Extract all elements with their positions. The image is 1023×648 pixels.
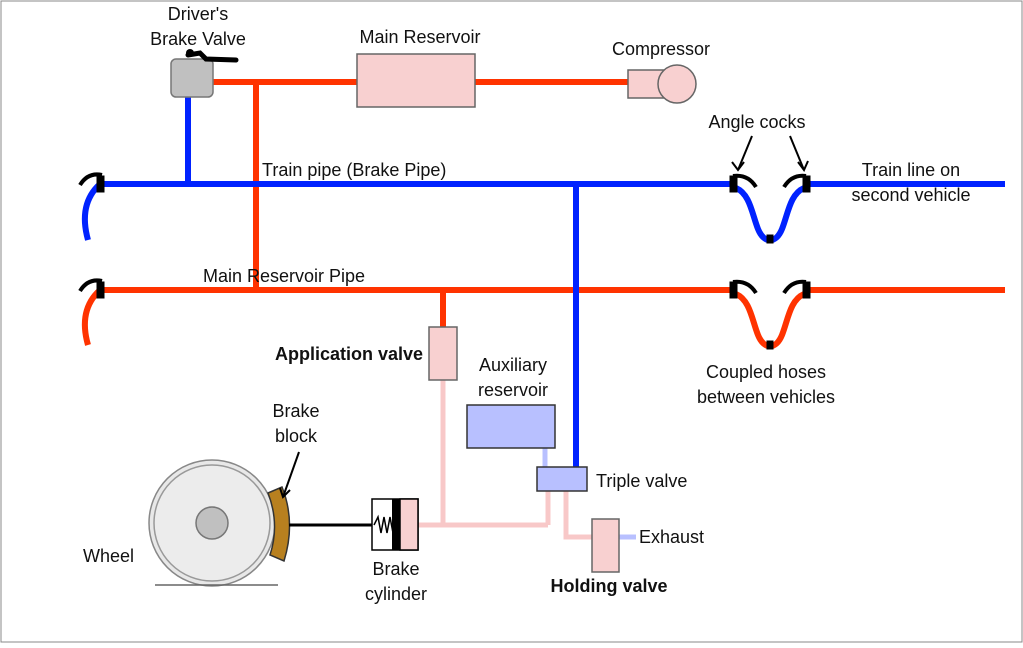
label-angle-cocks: Angle cocks xyxy=(708,112,805,132)
main-reservoir-piping xyxy=(82,79,1005,350)
hose-joint-red xyxy=(766,340,774,350)
label-brake-block-2: block xyxy=(275,426,318,446)
label-wheel: Wheel xyxy=(83,546,134,566)
hose-joint-blue xyxy=(766,234,774,244)
label-coupled-hoses-2: between vehicles xyxy=(697,387,835,407)
handle-knob xyxy=(186,49,194,57)
arrows xyxy=(279,135,809,499)
wheel-hub xyxy=(195,506,229,540)
angle-cock-left xyxy=(729,175,738,193)
brake-block xyxy=(267,486,291,563)
label-train-pipe: Train pipe (Brake Pipe) xyxy=(262,160,446,180)
brake-cylinder-piping xyxy=(418,380,592,540)
coupler-left-blue xyxy=(96,175,105,193)
spring-icon xyxy=(373,514,397,536)
label-main-reservoir: Main Reservoir xyxy=(359,27,480,47)
arrow-brake-block xyxy=(282,451,300,498)
label-exhaust: Exhaust xyxy=(639,527,704,547)
label-auxiliary-reservoir-2: reservoir xyxy=(478,380,548,400)
angle-cock-right xyxy=(802,175,811,193)
label-brake-cylinder-2: cylinder xyxy=(365,584,427,604)
label-brake-block-1: Brake xyxy=(272,401,319,421)
label-auxiliary-reservoir-1: Auxiliary xyxy=(479,355,547,375)
main-reservoir xyxy=(356,53,476,108)
label-drivers-valve-1: Driver's xyxy=(168,4,228,24)
label-train-line-1: Train line on xyxy=(862,160,960,180)
application-valve xyxy=(428,326,458,381)
holding-valve xyxy=(591,518,620,573)
coupler-left-red xyxy=(96,281,105,299)
coupled-hose-blue xyxy=(734,185,806,244)
wheel xyxy=(148,459,278,587)
brake-cylinder xyxy=(371,498,419,551)
compressor-motor xyxy=(657,64,697,104)
drivers-brake-valve xyxy=(170,58,214,98)
label-compressor: Compressor xyxy=(612,39,710,59)
label-application-valve: Application valve xyxy=(275,344,423,364)
label-coupled-hoses-1: Coupled hoses xyxy=(706,362,826,382)
label-holding-valve: Holding valve xyxy=(550,576,667,596)
brake-valve-handle xyxy=(185,50,239,63)
arrow-angle-cock-right xyxy=(789,135,805,171)
coupler-red-right xyxy=(802,281,811,299)
triple-valve xyxy=(536,466,588,492)
coupled-hose-red xyxy=(734,291,806,350)
label-train-line-2: second vehicle xyxy=(851,185,970,205)
label-triple-valve: Triple valve xyxy=(596,471,687,491)
couplers xyxy=(78,172,811,350)
auxiliary-piping xyxy=(542,448,636,540)
coupler-red-left xyxy=(729,281,738,299)
auxiliary-reservoir xyxy=(466,404,556,449)
piston xyxy=(392,499,400,550)
arrow-angle-cock-left xyxy=(737,135,753,171)
label-drivers-valve-2: Brake Valve xyxy=(150,29,246,49)
label-brake-cylinder-1: Brake xyxy=(372,559,419,579)
label-main-reservoir-pipe: Main Reservoir Pipe xyxy=(203,266,365,286)
